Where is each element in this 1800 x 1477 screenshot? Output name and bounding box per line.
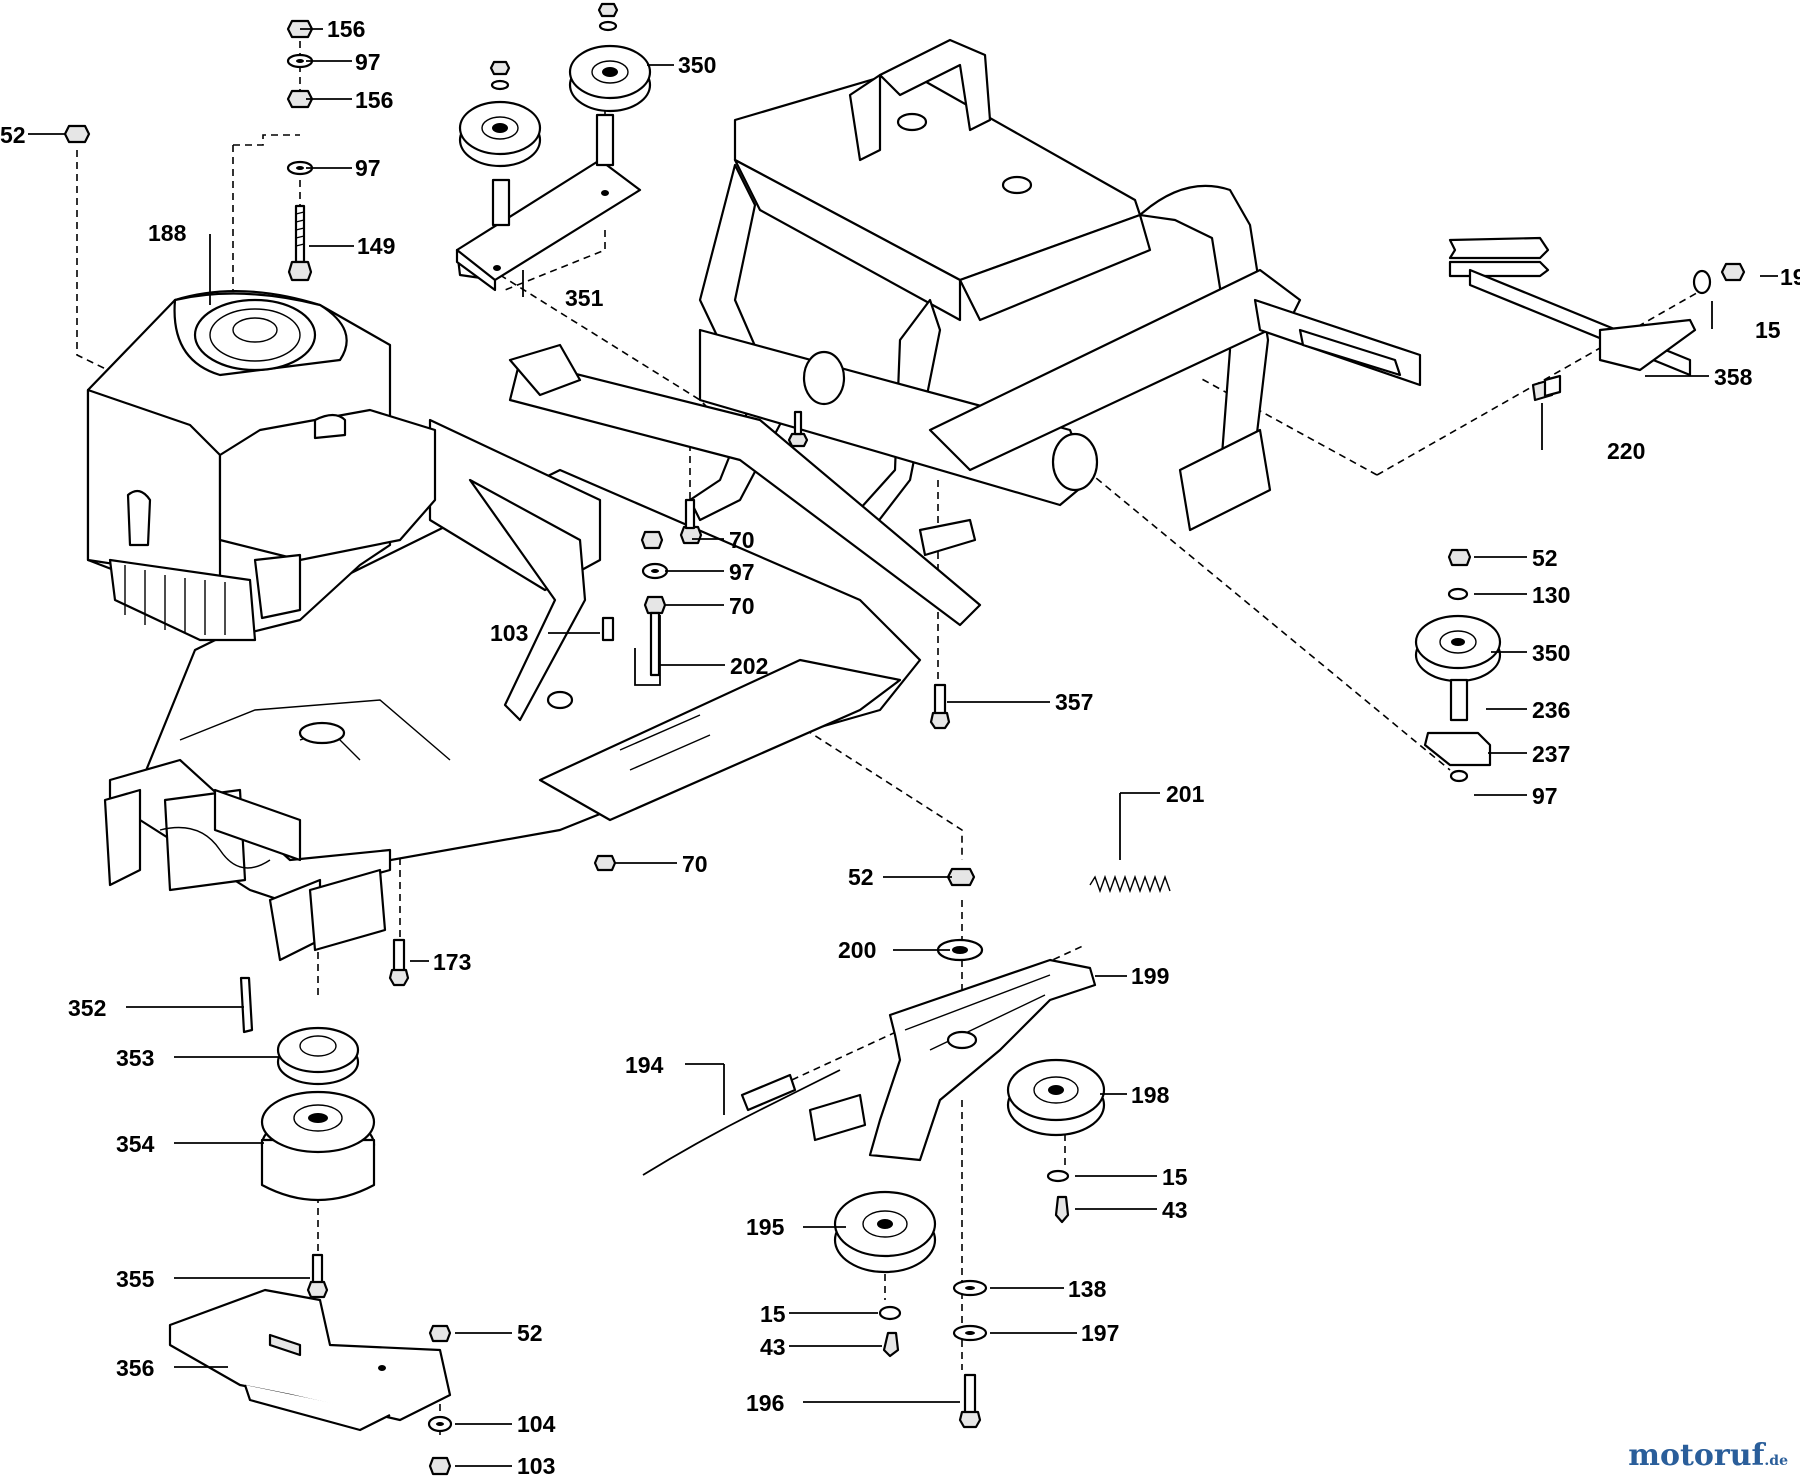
callout-leaders [28, 28, 1778, 1467]
callout-label-200: 200 [838, 937, 876, 963]
callout-label-52: 52 [848, 864, 874, 890]
idler-assembly [642, 793, 1171, 1429]
callout-label-52: 52 [0, 122, 26, 148]
brand-watermark: motoruf.de [1628, 1438, 1788, 1473]
callout-label-353: 353 [116, 1045, 154, 1071]
callout-label-70: 70 [682, 851, 708, 877]
callout-label-103: 103 [490, 620, 528, 646]
callout-label-356: 356 [116, 1355, 154, 1381]
chassis-frame [103, 38, 1422, 962]
engine-188 [86, 290, 437, 642]
brand-name: motoruf [1628, 1438, 1765, 1473]
callout-label-350: 350 [678, 52, 716, 78]
callout-label-352: 352 [68, 995, 106, 1021]
callout-label-357: 357 [1055, 689, 1093, 715]
callout-label-196: 196 [746, 1390, 784, 1416]
callout-label-188: 188 [148, 220, 187, 246]
callout-label-19: 19 [1780, 264, 1800, 290]
pulley-stack-right [1414, 548, 1502, 783]
fastener-stack [63, 19, 314, 282]
callout-label-97: 97 [729, 559, 755, 585]
callout-label-149: 149 [357, 233, 395, 259]
callout-label-103: 103 [517, 1453, 555, 1477]
callout-label-198: 198 [1131, 1082, 1170, 1108]
callout-label-15: 15 [1162, 1164, 1188, 1190]
callout-label-97: 97 [355, 49, 381, 75]
callout-label-202: 202 [730, 653, 768, 679]
callout-label-138: 138 [1068, 1276, 1107, 1302]
callout-label-355: 355 [116, 1266, 155, 1292]
callout-label-195: 195 [746, 1214, 785, 1240]
callout-label-52: 52 [1532, 545, 1558, 571]
callout-label-351: 351 [565, 285, 604, 311]
callout-label-97: 97 [355, 155, 381, 181]
callout-label-156: 156 [355, 87, 393, 113]
callout-label-130: 130 [1532, 582, 1570, 608]
callout-label-237: 237 [1532, 741, 1570, 767]
callout-label-220: 220 [1607, 438, 1645, 464]
callout-label-201: 201 [1166, 781, 1205, 807]
callout-label-354: 354 [116, 1131, 155, 1157]
callout-label-70: 70 [729, 593, 755, 619]
callout-label-97: 97 [1532, 783, 1558, 809]
brand-suffix: .de [1764, 1453, 1788, 1469]
bracket-358 [1448, 236, 1746, 402]
callout-label-43: 43 [1162, 1197, 1188, 1223]
callout-label-15: 15 [760, 1301, 786, 1327]
callout-label-70: 70 [729, 527, 755, 553]
clutch-stack [168, 938, 453, 1476]
callout-label-194: 194 [625, 1052, 664, 1078]
callout-label-156: 156 [327, 16, 365, 42]
callout-label-52: 52 [517, 1320, 543, 1346]
callout-label-43: 43 [760, 1334, 786, 1360]
callout-label-236: 236 [1532, 697, 1570, 723]
pulley-bracket-351 [455, 2, 652, 292]
callout-label-199: 199 [1131, 963, 1169, 989]
callout-label-358: 358 [1714, 364, 1753, 390]
callout-label-173: 173 [433, 949, 471, 975]
callout-label-350: 350 [1532, 640, 1570, 666]
callout-label-15: 15 [1755, 317, 1781, 343]
callout-label-197: 197 [1081, 1320, 1119, 1346]
callout-label-104: 104 [517, 1411, 556, 1437]
